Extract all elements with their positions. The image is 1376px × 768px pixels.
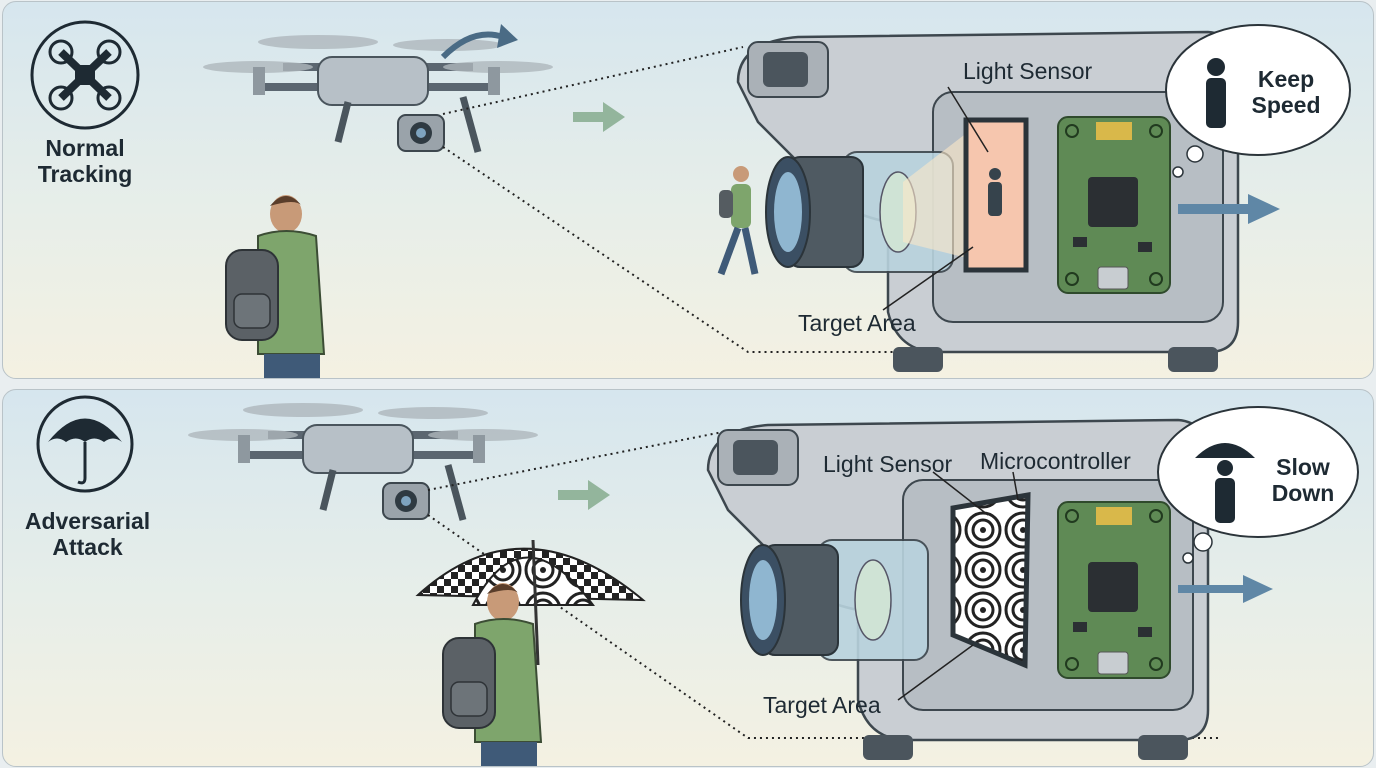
- normal-tracking-illustration: [30, 20, 1351, 378]
- forward-arrow-icon: [573, 102, 625, 132]
- speech-bubble: [1165, 24, 1351, 178]
- microcontroller-label: Microcontroller: [980, 448, 1131, 474]
- target-area-label: Target Area: [763, 692, 881, 718]
- camera-lens: [740, 539, 929, 661]
- adversarial-pattern-sensor: [950, 492, 1031, 669]
- umbrella-icon: [36, 395, 134, 493]
- forward-arrow-icon: [558, 480, 610, 510]
- pedestrian-small: [717, 166, 759, 276]
- motion-arrow: [440, 31, 504, 60]
- target-area-label: Target Area: [798, 310, 916, 336]
- pedestrian: [225, 194, 325, 378]
- adversarial-attack-illustration: [36, 395, 1359, 766]
- microcontroller-board: [1057, 116, 1171, 294]
- bubble-text-line2: Speed: [1251, 92, 1321, 118]
- person-with-umbrella-icon: [1215, 478, 1235, 523]
- drone: [188, 403, 538, 520]
- output-arrow-icon: [1178, 575, 1273, 603]
- speech-bubble: [1157, 406, 1359, 564]
- drone-icon: [30, 20, 140, 130]
- bubble-text-line1: Slow: [1276, 454, 1330, 480]
- bubble-text-line2: Down: [1271, 480, 1335, 506]
- output-arrow-icon: [1178, 194, 1280, 224]
- light-sensor-label: Light Sensor: [963, 58, 1093, 84]
- microcontroller-board: [1057, 501, 1171, 679]
- walking-person-icon: [1206, 78, 1226, 128]
- bubble-text-line1: Keep: [1257, 66, 1315, 92]
- pedestrian: [442, 582, 542, 766]
- drone: [203, 35, 553, 152]
- light-sensor-label: Light Sensor: [823, 451, 953, 477]
